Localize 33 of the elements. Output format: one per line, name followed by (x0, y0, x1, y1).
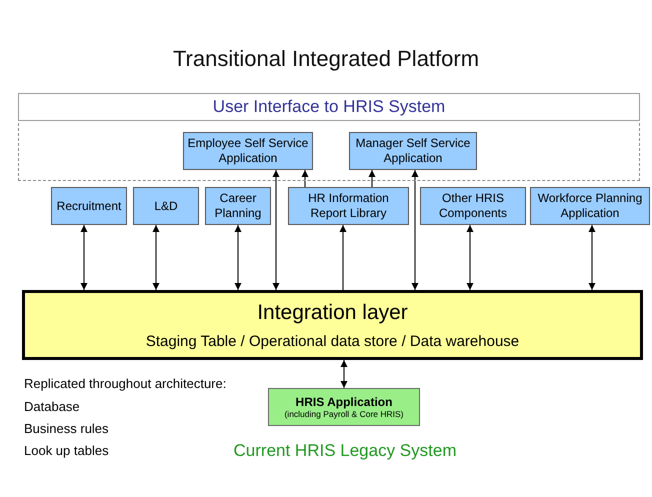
diagram-title: Transitional Integrated Platform (172, 46, 480, 72)
arrow (412, 170, 418, 290)
box-heading: HRIS Application (296, 395, 392, 409)
box-subtitle: (including Payroll & Core HRIS) (284, 409, 404, 419)
note-item: Database (24, 399, 80, 414)
box-heading: Integration layer (257, 300, 408, 324)
component-box: Recruitment (51, 187, 127, 225)
arrow (340, 360, 348, 388)
component-box: Manager Self Service Application (349, 132, 477, 170)
box-subtitle: Staging Table / Operational data store / Data warehouse (146, 332, 520, 350)
interface-region (18, 93, 640, 181)
region-heading: User Interface to HRIS System (18, 93, 640, 121)
component-box: Workforce Planning Application (530, 187, 650, 225)
arrow (152, 224, 160, 290)
component-box: HR Information Report Library (288, 187, 409, 225)
note-item: Look up tables (24, 443, 109, 458)
legacy-system-box (268, 388, 420, 426)
arrow (80, 224, 88, 290)
component-box: Employee Self Service Application (183, 132, 313, 170)
component-box: L&D (133, 187, 199, 225)
arrow (234, 224, 242, 290)
arrow (340, 224, 346, 290)
arrow (588, 224, 596, 290)
arrow (466, 224, 474, 290)
arrow (272, 170, 280, 290)
component-box: Career Planning (205, 187, 271, 225)
arrow (302, 170, 308, 188)
system-label: Current HRIS Legacy System (232, 441, 458, 461)
note-item: Business rules (24, 421, 109, 436)
integration-layer-box (22, 290, 643, 360)
arrow (368, 170, 376, 188)
note-heading: Replicated throughout architecture: (24, 376, 226, 391)
component-box: Other HRIS Components (420, 187, 526, 225)
